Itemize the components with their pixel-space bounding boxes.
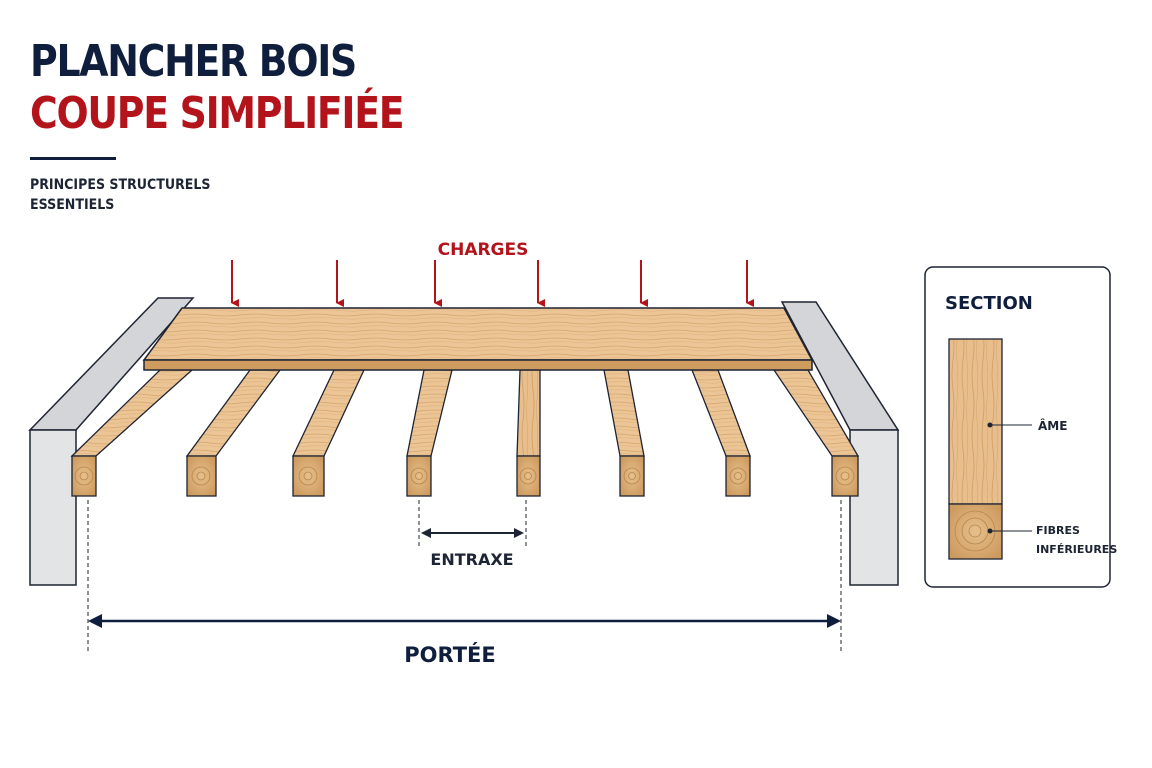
load-arrows xyxy=(231,260,754,307)
web-label: ÂME xyxy=(1038,418,1067,433)
fibers-label-line-1: FIBRES xyxy=(1036,524,1080,537)
joist xyxy=(691,369,751,497)
joists xyxy=(70,369,860,497)
subtitle-line-2: ESSENTIELS xyxy=(30,197,115,213)
joist xyxy=(185,369,282,497)
joist xyxy=(516,369,541,497)
section-title: SECTION xyxy=(945,293,1033,314)
joist-cross-section xyxy=(948,338,1003,560)
title-line-2: COUPE SIMPLIFIÉE xyxy=(30,88,405,139)
title-line-1: PLANCHER BOIS xyxy=(30,36,357,87)
joist xyxy=(603,369,645,497)
loads-label: CHARGES xyxy=(438,240,529,260)
joist xyxy=(70,369,194,497)
subtitle-line-1: PRINCIPES STRUCTURELS xyxy=(30,177,211,193)
left-wall xyxy=(28,297,195,586)
span-label: PORTÉE xyxy=(404,642,496,667)
floor-deck xyxy=(142,307,814,371)
span-dimension xyxy=(87,500,842,652)
joist xyxy=(772,369,860,497)
joist xyxy=(406,369,453,497)
fibers-label-line-2: INFÉRIEURES xyxy=(1036,543,1117,556)
spacing-dimension xyxy=(418,500,527,548)
subtitle: PRINCIPES STRUCTURELS ESSENTIELS xyxy=(30,175,211,215)
spacing-label: ENTRAXE xyxy=(430,550,513,569)
joist xyxy=(291,369,366,497)
title-underline xyxy=(30,157,116,160)
section-inset: SECTION ÂME FIBRES INFÉRIEURES xyxy=(924,266,1117,588)
